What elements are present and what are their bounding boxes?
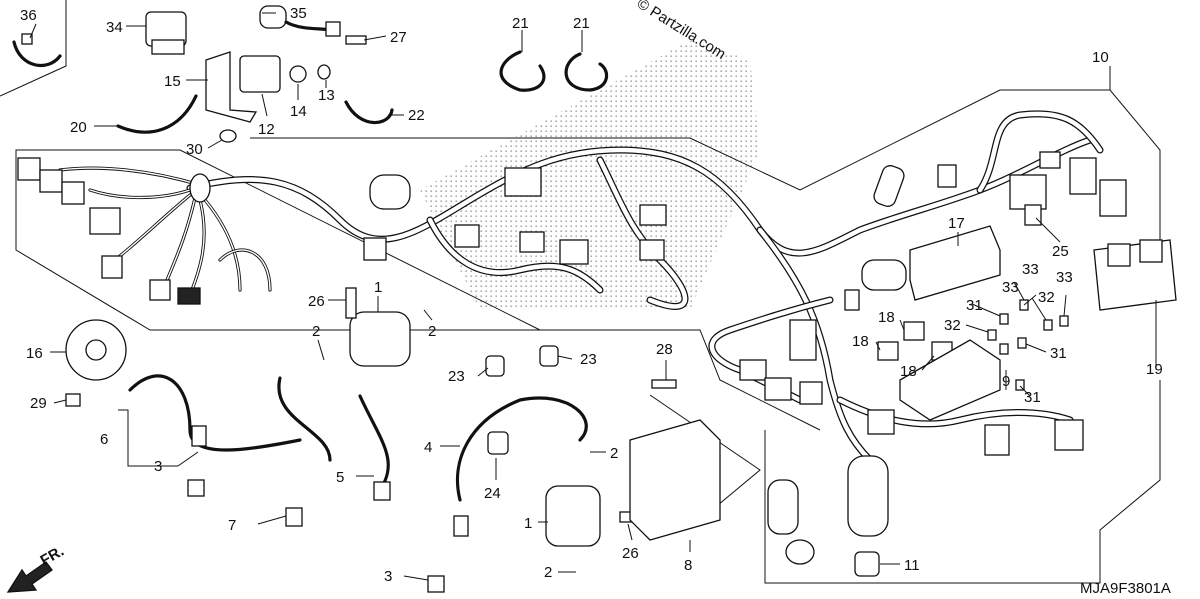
callout-18c: 18 bbox=[900, 363, 917, 380]
diagram-code: MJA9F3801A bbox=[1080, 580, 1171, 597]
callout-2d: 2 bbox=[544, 564, 552, 581]
callout-2b: 2 bbox=[428, 323, 436, 340]
callout-25: 25 bbox=[1052, 243, 1069, 260]
right-lower-outline bbox=[764, 380, 1161, 584]
callout-1b: 1 bbox=[524, 515, 532, 532]
callout-14: 14 bbox=[290, 103, 307, 120]
callout-36: 36 bbox=[20, 7, 37, 24]
mid-outline bbox=[540, 329, 821, 431]
box-36 bbox=[0, 0, 67, 97]
callout-17: 17 bbox=[948, 215, 965, 232]
callout-31b: 31 bbox=[1050, 345, 1067, 362]
callout-27: 27 bbox=[390, 29, 407, 46]
callout-12: 12 bbox=[258, 121, 275, 138]
callout-16: 16 bbox=[26, 345, 43, 362]
callout-22: 22 bbox=[408, 107, 425, 124]
callout-28: 28 bbox=[656, 341, 673, 358]
callout-23b: 23 bbox=[580, 351, 597, 368]
callout-23a: 23 bbox=[448, 368, 465, 385]
callout-33b: 33 bbox=[1002, 279, 1019, 296]
callout-33c: 33 bbox=[1056, 269, 1073, 286]
callout-26b: 26 bbox=[622, 545, 639, 562]
callout-35: 35 bbox=[290, 5, 307, 22]
callout-26a: 26 bbox=[308, 293, 325, 310]
callout-20: 20 bbox=[70, 119, 87, 136]
callout-6: 6 bbox=[100, 431, 108, 448]
callout-13: 13 bbox=[318, 87, 335, 104]
callout-24: 24 bbox=[484, 485, 501, 502]
callout-32b: 32 bbox=[944, 317, 961, 334]
callout-2a: 2 bbox=[312, 323, 320, 340]
callout-18b: 18 bbox=[852, 333, 869, 350]
callout-33a: 33 bbox=[1022, 261, 1039, 278]
callout-7: 7 bbox=[228, 517, 236, 534]
callout-labels: 36 34 35 27 21 21 10 15 14 13 22 12 20 3… bbox=[20, 5, 1163, 585]
callout-4: 4 bbox=[424, 439, 432, 456]
callout-29: 29 bbox=[30, 395, 47, 412]
callout-21b: 21 bbox=[573, 15, 590, 32]
callout-3a: 3 bbox=[154, 458, 162, 475]
main-harness-outline bbox=[250, 89, 1161, 240]
callout-18a: 18 bbox=[878, 309, 895, 326]
callout-3b: 3 bbox=[384, 568, 392, 585]
part-sketches bbox=[12, 5, 1177, 593]
callout-10: 10 bbox=[1092, 49, 1109, 66]
callout-11: 11 bbox=[904, 557, 920, 574]
callout-32a: 32 bbox=[1038, 289, 1055, 306]
leader-lines bbox=[29, 12, 1157, 581]
callout-8: 8 bbox=[684, 557, 692, 574]
front-connectors bbox=[17, 157, 211, 305]
callout-15: 15 bbox=[164, 73, 181, 90]
front-direction-arrow bbox=[6, 561, 53, 593]
callout-30: 30 bbox=[186, 141, 203, 158]
callout-31c: 31 bbox=[1024, 389, 1041, 406]
callout-31a: 31 bbox=[966, 297, 983, 314]
callout-9: 9 bbox=[1002, 373, 1010, 390]
callout-34: 34 bbox=[106, 19, 123, 36]
callout-1a: 1 bbox=[374, 279, 382, 296]
harness-connectors bbox=[363, 151, 1127, 456]
shaded-region bbox=[420, 40, 760, 310]
callout-5: 5 bbox=[336, 469, 344, 486]
callout-2c: 2 bbox=[610, 445, 618, 462]
callout-19: 19 bbox=[1146, 361, 1163, 378]
callout-21a: 21 bbox=[512, 15, 529, 32]
front-branch-wires bbox=[58, 166, 272, 297]
